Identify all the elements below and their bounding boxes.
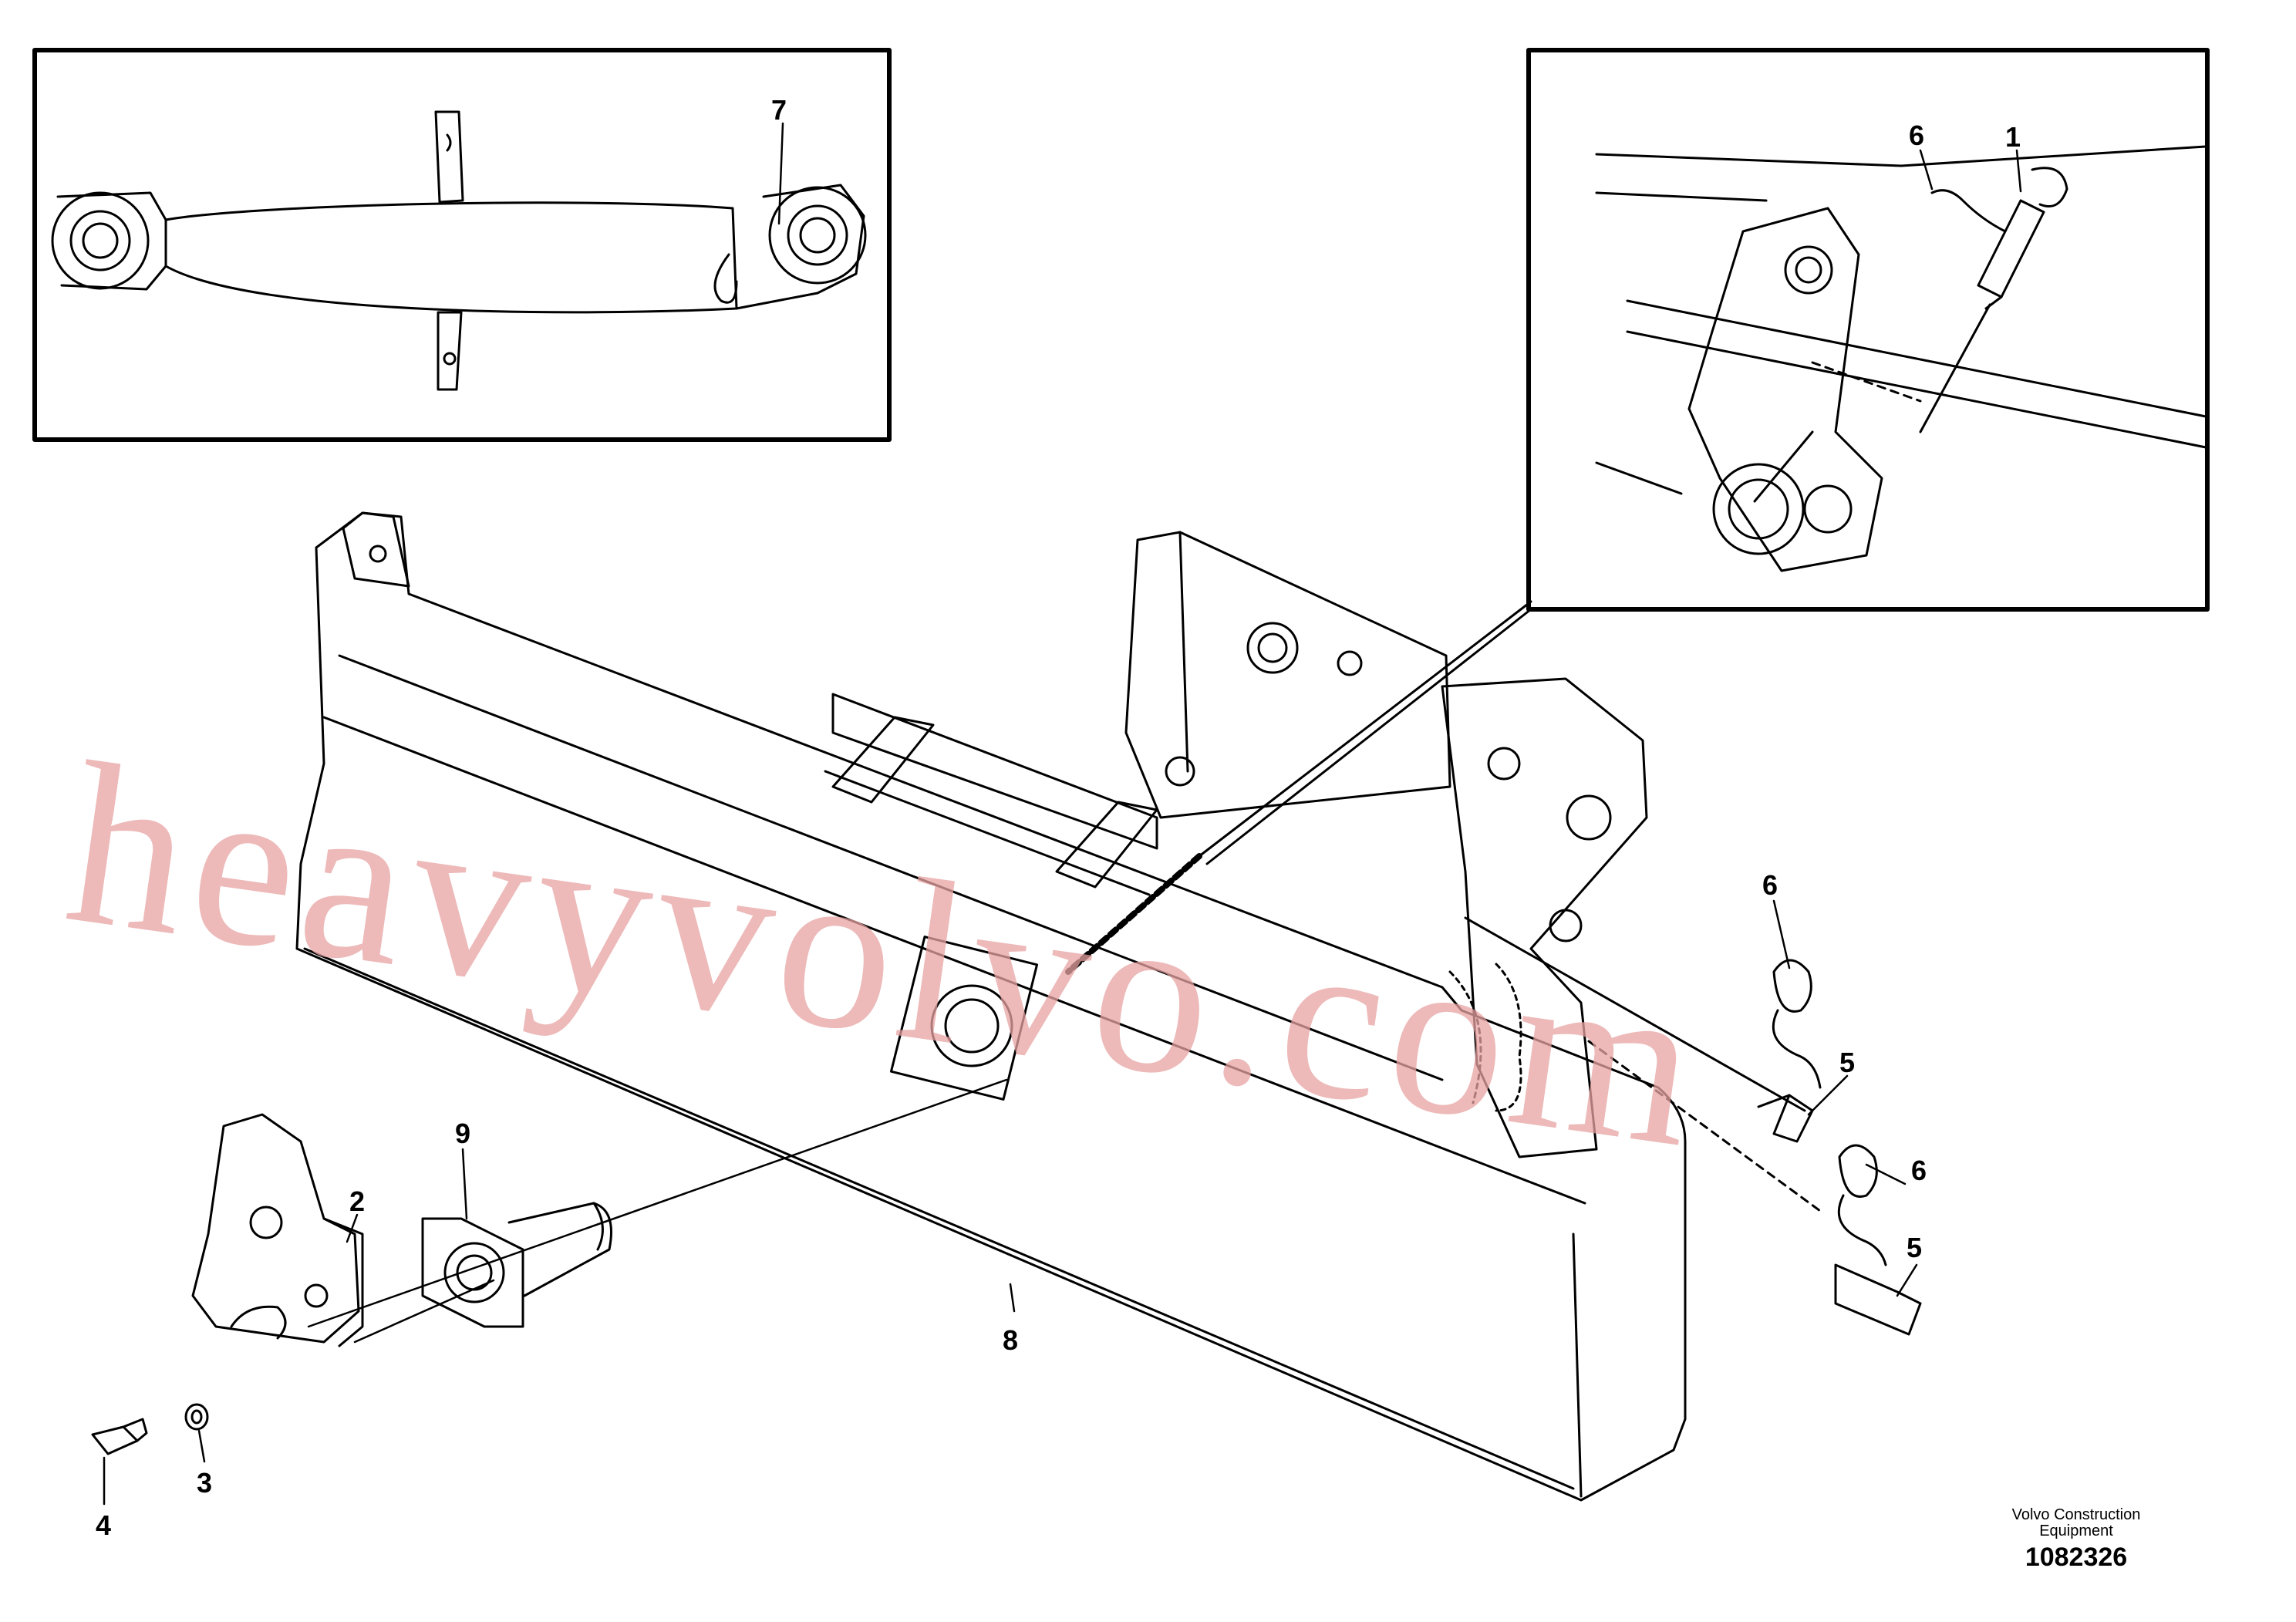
callout-6-inset: 6 (1909, 120, 1924, 151)
callout-4: 4 (96, 1509, 111, 1541)
credit-line-2: Equipment (2039, 1523, 2113, 1539)
callout-6-upper: 6 (1762, 869, 1778, 901)
part-4-bolt (91, 1418, 148, 1455)
part-9-sleeve (421, 1202, 612, 1328)
credit-line-1: Volvo Construction (2011, 1506, 2141, 1523)
callout-5-upper: 5 (1839, 1047, 1855, 1078)
callout-3: 3 (197, 1467, 212, 1499)
watermark-text: heavyvolvo.com (55, 714, 1718, 1197)
detail-leader (1198, 600, 1532, 865)
part-3-washer (184, 1403, 209, 1431)
inset-pin-detail (1526, 48, 2210, 612)
callout-7: 7 (771, 94, 787, 126)
callout-9: 9 (455, 1118, 470, 1149)
callout-1: 1 (2005, 121, 2021, 153)
part-2-tow-coupling (191, 1113, 364, 1347)
drawing-number: 1082326 (2025, 1543, 2128, 1572)
callout-6-lower: 6 (1911, 1155, 1927, 1186)
inset-top-link (32, 48, 892, 442)
detail-leader-dashed (1065, 853, 1202, 975)
callout-5-lower: 5 (1907, 1232, 1922, 1263)
callout-2: 2 (349, 1185, 365, 1217)
dozer-blade-assembly (295, 511, 1922, 1502)
leader-lines (103, 122, 2022, 1506)
callout-8: 8 (1003, 1324, 1018, 1356)
callout-numbers: 7 1 6 6 5 6 5 9 2 8 3 4 (96, 94, 2021, 1541)
